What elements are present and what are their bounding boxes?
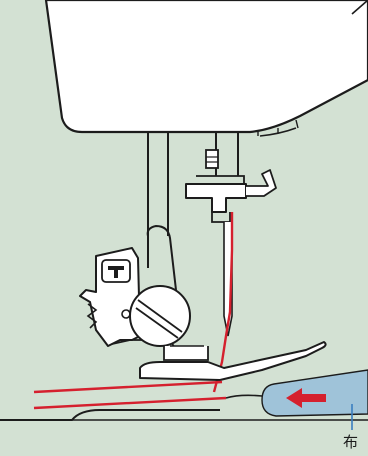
needle-clamp [186, 176, 246, 222]
presser-bar [148, 132, 176, 290]
machine-head [46, 0, 368, 136]
thread-guide [246, 170, 276, 196]
presser-foot-shank [164, 346, 208, 360]
needle-bar [206, 132, 238, 176]
thumb-screw [130, 286, 190, 346]
lower-threads [34, 382, 226, 408]
fabric-label: 布 [343, 433, 358, 451]
